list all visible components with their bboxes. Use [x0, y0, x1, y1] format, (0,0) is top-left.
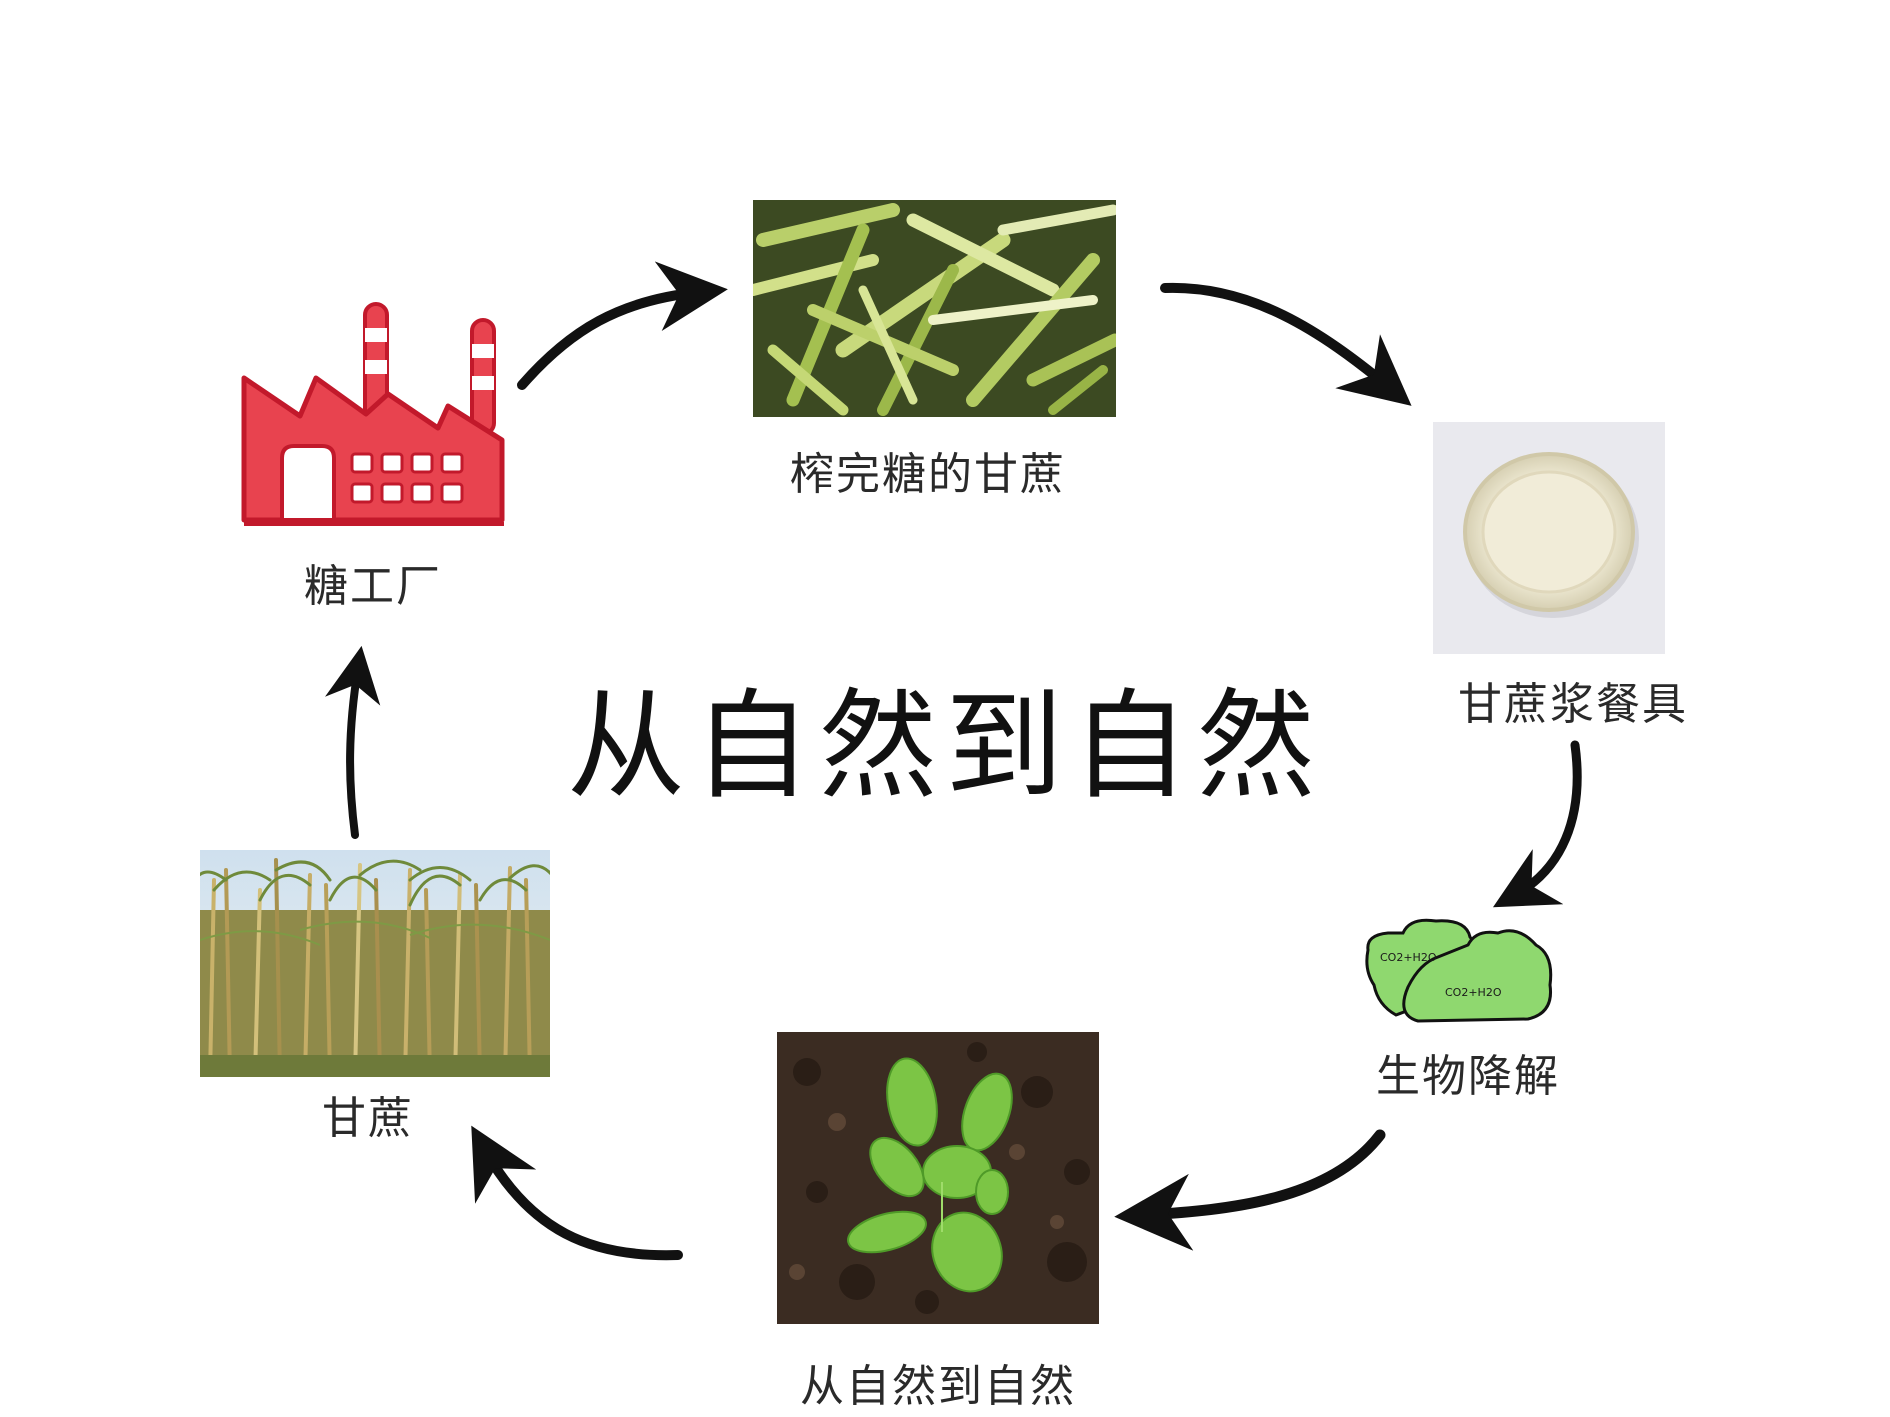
arrow-bagasse-to-tableware [1160, 282, 1412, 406]
biodegrade-bubble: CO2+H2O CO2+H2O [1358, 915, 1558, 1025]
biodegrade-label: 生物降解 [1376, 1051, 1560, 1102]
bagasse-image [753, 200, 1116, 417]
bubble-text-2: CO2+H2O [1445, 986, 1502, 999]
bagasse-label: 榨完糖的甘蔗 [790, 449, 1066, 500]
center-title: 从自然到自然 [566, 677, 1324, 815]
arrow-seedling-to-sugarcane [471, 1125, 683, 1261]
arrow-tableware-to-biodegrade [1492, 740, 1582, 908]
factory-label: 糖工厂 [304, 561, 442, 612]
arrow-sugarcane-to-factory [325, 645, 381, 839]
sugarcane-label: 甘蔗 [322, 1093, 414, 1144]
seedling-image [777, 1032, 1099, 1324]
arrow-biodegrade-to-seedling [1114, 1129, 1386, 1251]
tableware-label: 甘蔗浆餐具 [1458, 679, 1688, 730]
tableware-image [1433, 422, 1665, 654]
bubble-text-1: CO2+H2O [1380, 951, 1437, 964]
seedling-label: 从自然到自然 [800, 1361, 1076, 1412]
factory-icon [240, 298, 508, 530]
sugarcane-image [200, 850, 550, 1077]
arrow-factory-to-bagasse [517, 261, 728, 390]
